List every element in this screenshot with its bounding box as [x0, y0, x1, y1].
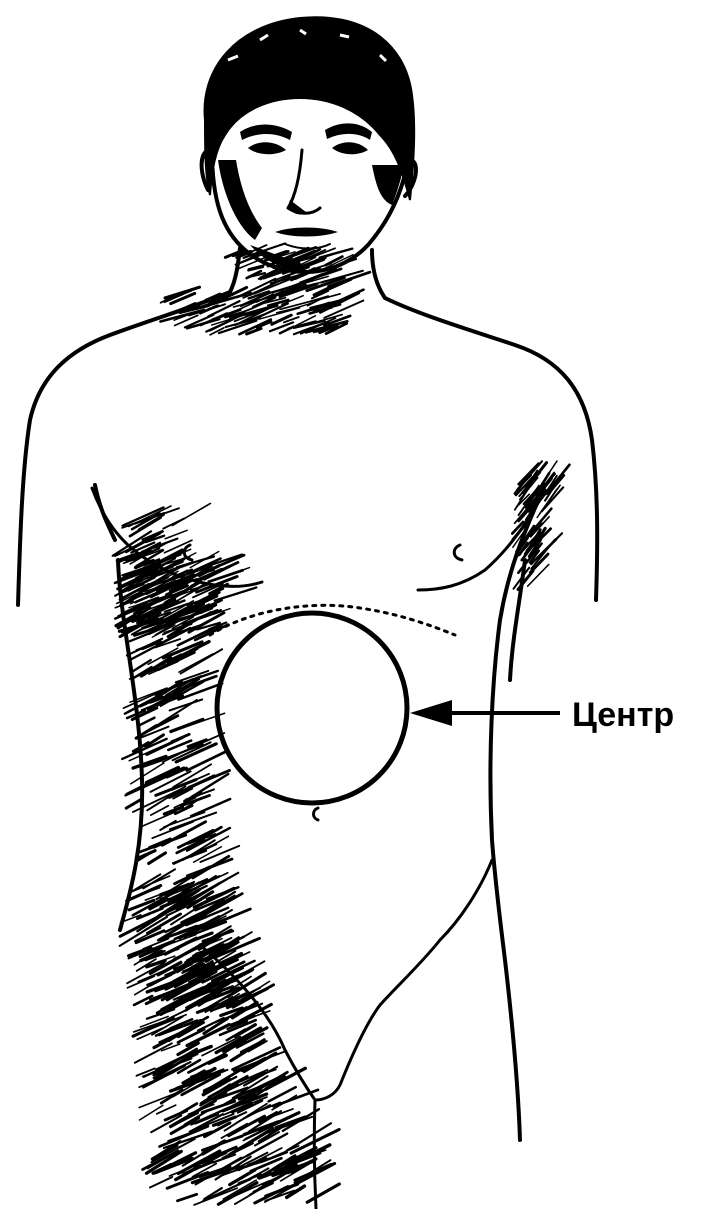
navel — [314, 808, 319, 820]
torso-outline — [18, 292, 597, 1140]
shading — [113, 243, 570, 1205]
rib-line — [210, 605, 455, 635]
callout-arrow — [410, 700, 560, 726]
callout-label: Центр — [572, 695, 674, 735]
center-circle — [217, 613, 407, 803]
